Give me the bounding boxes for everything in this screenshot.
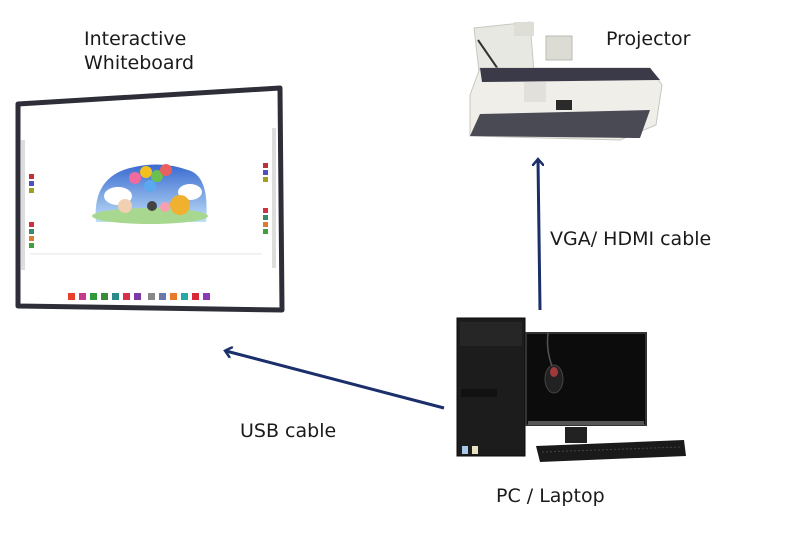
whiteboard-label-line2: Whiteboard <box>84 51 195 74</box>
usb-arrow <box>226 351 445 410</box>
whiteboard-label-line1: Interactive <box>84 28 187 50</box>
whiteboard-bottom-toolbar <box>68 293 210 300</box>
pc-laptop-image <box>456 317 686 462</box>
vga-hdmi-arrow <box>538 160 540 311</box>
projector-label: Projector <box>606 28 691 50</box>
pc-laptop-label: PC / Laptop <box>496 485 605 507</box>
projector-image <box>469 21 663 141</box>
usb-cable-label: USB cable <box>240 420 337 442</box>
whiteboard-left-toolbar <box>21 140 34 270</box>
vga-hdmi-cable-label: VGA/ HDMI cable <box>550 228 712 250</box>
whiteboard-cartoon-illustration <box>92 164 208 224</box>
whiteboard-right-toolbar <box>263 128 276 268</box>
interactive-whiteboard-image <box>15 85 285 313</box>
whiteboard-label: Interactive Whiteboard <box>84 28 194 76</box>
